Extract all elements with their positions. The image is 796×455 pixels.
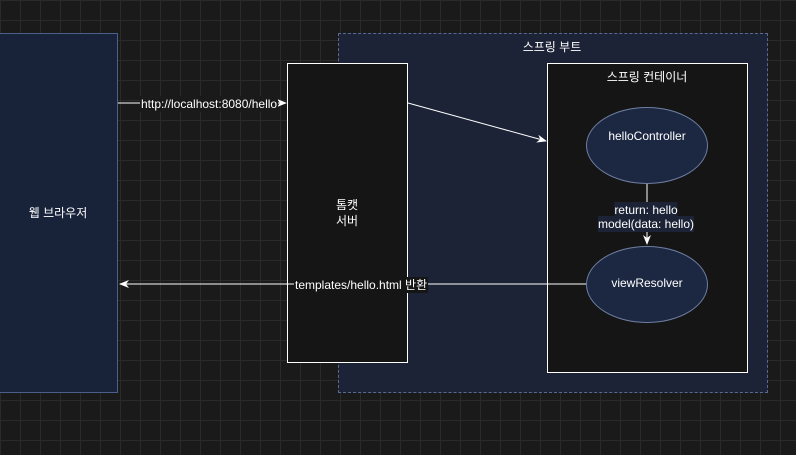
- response-edge-label: templates/hello.html 반환: [294, 277, 429, 293]
- request-edge-label: http://localhost:8080/hello: [140, 96, 279, 112]
- tomcat-label-line2: 서버: [335, 214, 359, 228]
- spring-container-label: 스프링 컨테이너: [606, 70, 688, 84]
- tomcat-server-node[interactable]: [287, 63, 408, 363]
- hello-controller-node[interactable]: [586, 107, 708, 184]
- return-edge-label-line2: model(data: hello): [597, 216, 695, 232]
- web-browser-label: 웹 브라우저: [28, 206, 88, 220]
- dispatch-edge[interactable]: [407, 102, 547, 143]
- view-resolver-label: viewResolver: [611, 276, 683, 290]
- spring-boot-label: 스프링 부트: [522, 40, 582, 54]
- return-edge-label-line1: return: hello: [614, 202, 678, 218]
- hello-controller-label: helloController: [608, 129, 686, 143]
- web-browser-node[interactable]: [0, 33, 118, 393]
- tomcat-label-line1: 톰캣: [335, 198, 359, 212]
- view-resolver-node[interactable]: [586, 246, 708, 323]
